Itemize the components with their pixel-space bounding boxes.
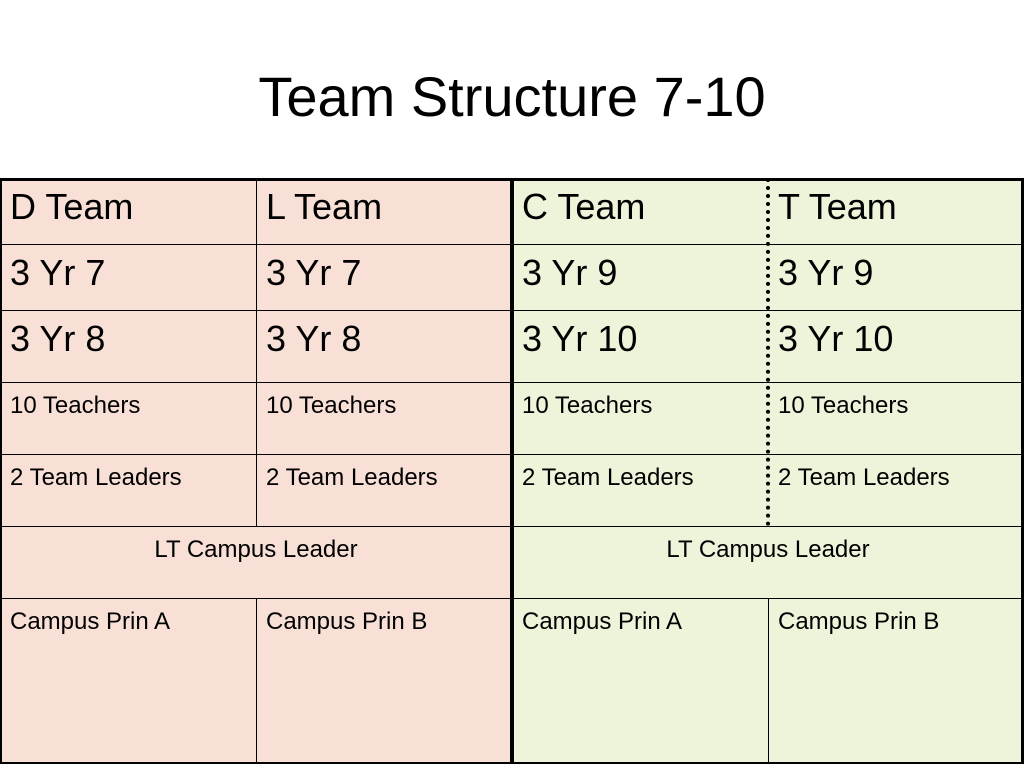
team-header-d: D Team [10, 186, 134, 227]
table-cell: 10 Teachers [266, 392, 397, 419]
table-cell: Campus Prin A [522, 608, 683, 635]
campus-leader-left: LT Campus Leader [154, 536, 358, 563]
table-cell: 10 Teachers [10, 392, 141, 419]
col-divider [256, 178, 257, 526]
col-divider [256, 598, 257, 764]
table-border-left [0, 178, 2, 764]
team-header-t: T Team [778, 186, 897, 227]
table-cell: 2 Team Leaders [522, 464, 694, 491]
table-cell: 3 Yr 10 [522, 318, 638, 359]
team-structure-table: D Team L Team C Team T Team 3 Yr 7 3 Yr … [0, 178, 1024, 764]
team-header-l: L Team [266, 186, 383, 227]
campus-leader-right: LT Campus Leader [666, 536, 870, 563]
table-cell: Campus Prin B [266, 608, 428, 635]
table-cell: 10 Teachers [522, 392, 653, 419]
campus-divider [510, 178, 514, 764]
slide-title: Team Structure 7-10 [258, 65, 766, 128]
table-cell: 2 Team Leaders [10, 464, 182, 491]
col-divider [768, 598, 769, 764]
table-cell: 2 Team Leaders [778, 464, 950, 491]
table-cell: 10 Teachers [778, 392, 909, 419]
team-header-c: C Team [522, 186, 646, 227]
table-cell: 3 Yr 9 [522, 252, 618, 293]
table-cell: Campus Prin B [778, 608, 940, 635]
table-cell: Campus Prin A [10, 608, 171, 635]
table-border-right [1021, 178, 1024, 764]
table-cell: 3 Yr 10 [778, 318, 894, 359]
dotted-col-divider [766, 178, 770, 526]
table-cell: 3 Yr 7 [266, 252, 362, 293]
table-cell: 3 Yr 8 [10, 318, 106, 359]
table-cell: 3 Yr 7 [10, 252, 106, 293]
table-cell: 3 Yr 9 [778, 252, 874, 293]
table-cell: 3 Yr 8 [266, 318, 362, 359]
table-cell: 2 Team Leaders [266, 464, 438, 491]
